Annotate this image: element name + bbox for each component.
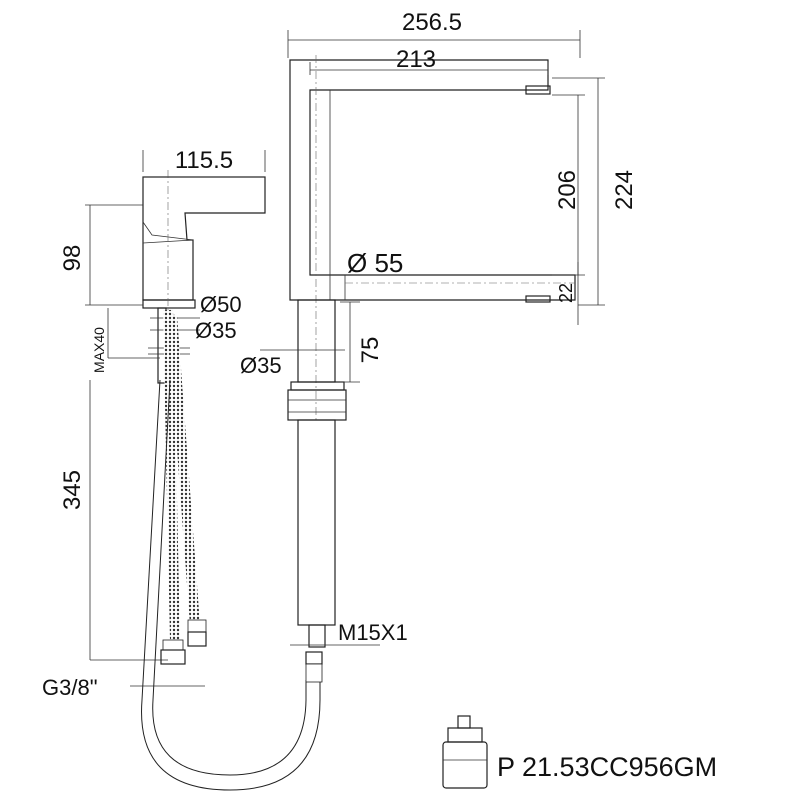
dim-213: 213 [396,46,436,73]
mixer [142,170,266,400]
dim-98: 98 [59,245,86,272]
dim-75: 75 [357,337,384,364]
spout-column [287,299,347,648]
hoses [141,309,323,791]
cartridge-icon [442,715,488,789]
dim-max40: MAX40 [91,327,107,373]
spout-dimensions [260,30,605,646]
dim-m15x1: M15X1 [338,620,408,645]
dim-115-5: 115.5 [175,147,233,174]
dim-22: 22 [556,283,576,303]
dim-column-diameter-35: Ø35 [240,353,282,378]
spout [289,55,576,420]
dim-diameter-55: Ø 55 [347,248,403,278]
cartridge-code: P 21.53CC956GM [497,752,717,782]
dim-256-5: 256.5 [402,9,462,36]
dim-206: 206 [554,170,581,210]
dim-diameter-35: Ø35 [195,318,237,343]
dim-diameter-50: Ø50 [200,292,242,317]
dim-224: 224 [611,170,638,210]
dim-g3-8: G3/8" [42,675,98,700]
dim-345: 345 [59,470,86,510]
